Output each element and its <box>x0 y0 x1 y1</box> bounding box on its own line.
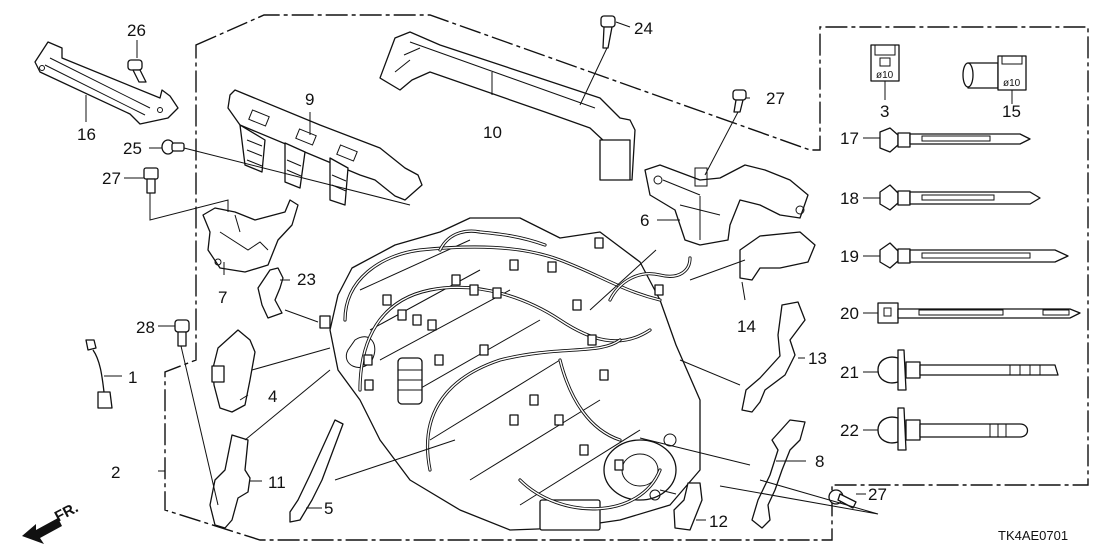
part-25-nut <box>161 139 185 155</box>
harness-assembly-boundary <box>164 14 1089 541</box>
callout-7: 7 <box>218 288 227 307</box>
part-19-harness-band <box>879 242 1069 269</box>
callout-10: 10 <box>483 123 502 142</box>
part-3-connector: ø10 <box>870 44 900 82</box>
part-12-harness-cover <box>673 482 703 531</box>
callout-19: 19 <box>840 247 859 266</box>
part-28-bolt <box>174 319 190 347</box>
callout-27-lower: 27 <box>868 485 887 504</box>
callout-17: 17 <box>840 129 859 148</box>
part-14-harness-cover <box>739 231 816 281</box>
callout-21: 21 <box>840 363 859 382</box>
callout-27-left: 27 <box>102 169 121 188</box>
part-15-connector: ø10 <box>962 55 1027 91</box>
engine-block <box>329 217 701 531</box>
part-24-bolt <box>600 15 616 49</box>
callout-27-upper: 27 <box>766 89 785 108</box>
part-26-bolt <box>127 59 147 83</box>
part-6-harness-bracket <box>644 164 809 246</box>
part-3-spec: ø10 <box>876 70 894 81</box>
part-8-harness-holder <box>751 419 806 529</box>
callout-2: 2 <box>111 463 120 482</box>
part-11-harness-cover <box>209 434 251 529</box>
part-27-bolt-upper <box>732 89 747 113</box>
callout-6: 6 <box>640 211 649 230</box>
callout-15: 15 <box>1002 102 1021 121</box>
callout-26: 26 <box>127 21 146 40</box>
callout-28: 28 <box>136 318 155 337</box>
part-9-harness-cover <box>227 89 423 206</box>
callout-3: 3 <box>880 102 889 121</box>
callout-14: 14 <box>737 317 756 336</box>
part-23-harness-cover <box>257 267 284 319</box>
callout-23: 23 <box>297 270 316 289</box>
wire-harness <box>319 229 692 511</box>
part-22-clip <box>877 407 1029 451</box>
part-27-bolt-lower <box>828 489 857 509</box>
callout-24: 24 <box>634 19 653 38</box>
part-21-clip <box>877 349 1059 391</box>
part-20-harness-band <box>877 302 1081 324</box>
part-13-harness-holder <box>741 301 806 413</box>
front-direction-arrow: FR. <box>22 499 81 544</box>
callout-12: 12 <box>709 512 728 531</box>
callout-9: 9 <box>305 90 314 109</box>
callout-22: 22 <box>840 421 859 440</box>
leader-lines <box>85 21 1013 521</box>
callout-20: 20 <box>840 304 859 323</box>
part-17-harness-band <box>879 127 1031 153</box>
callout-18: 18 <box>840 189 859 208</box>
part-18-harness-band <box>879 184 1041 211</box>
callout-11: 11 <box>268 473 286 492</box>
part-7-harness-bracket <box>202 199 299 273</box>
callout-labels: 26 16 25 27 9 10 24 27 6 7 23 28 1 4 2 1… <box>77 19 1021 531</box>
callout-25: 25 <box>123 139 142 158</box>
callout-13: 13 <box>808 349 827 368</box>
callout-1: 1 <box>128 368 137 387</box>
part-27-bolt-left <box>143 167 159 194</box>
callout-16: 16 <box>77 125 96 144</box>
callout-8: 8 <box>815 452 824 471</box>
part-15-spec: ø10 <box>1003 78 1021 89</box>
callout-4: 4 <box>268 387 277 406</box>
part-16-harness-stay <box>34 41 179 125</box>
callout-5: 5 <box>324 499 333 518</box>
figure-code: TK4AE0701 <box>998 528 1068 543</box>
part-1-ground-cable <box>85 339 113 409</box>
part-10-harness-cover <box>379 31 636 181</box>
part-5-harness-holder <box>289 419 344 523</box>
